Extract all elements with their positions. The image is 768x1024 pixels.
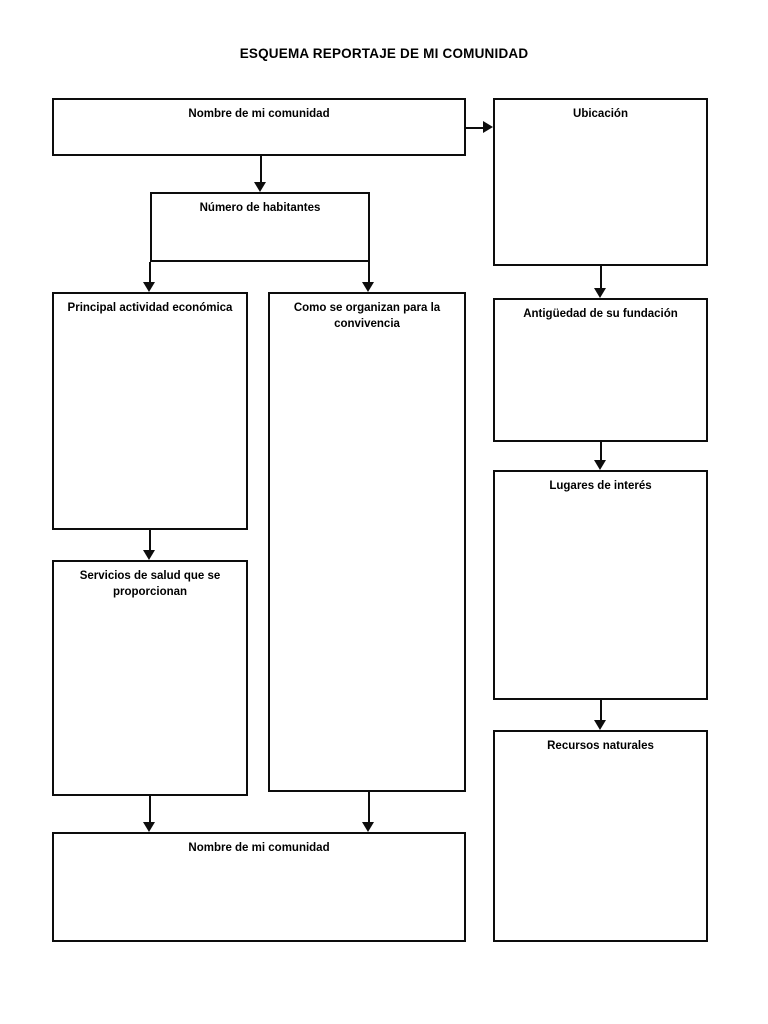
box-label: Lugares de interés [549, 480, 652, 492]
box-antiguedad-de-su-fundacion[interactable]: Antigüedad de su fundación [493, 298, 708, 442]
arrow-down-icon-ubicacion-to-antiguedad [594, 288, 606, 298]
connector-line-antiguedad-to-lugares [600, 442, 602, 461]
connector-line-lugares-to-recursos [600, 700, 602, 721]
arrow-right-icon-nombre-to-ubicacion [483, 121, 493, 133]
arrow-down-icon-antiguedad-to-lugares [594, 460, 606, 470]
connector-line-organizan-to-nombre-bottom [368, 792, 370, 823]
connector-line-habitantes-to-actividad [149, 262, 151, 283]
box-lugares-de-interes[interactable]: Lugares de interés [493, 470, 708, 700]
arrow-down-icon-organizan-to-nombre-bottom [362, 822, 374, 832]
box-numero-de-habitantes[interactable]: Número de habitantes [150, 192, 370, 262]
box-label: Nombre de mi comunidad [188, 842, 330, 854]
connector-line-nombre-to-ubicacion [466, 127, 484, 129]
box-label: Nombre de mi comunidad [188, 108, 330, 120]
box-label: Recursos naturales [547, 740, 654, 752]
arrow-down-icon-habitantes-to-organizan [362, 282, 374, 292]
box-recursos-naturales[interactable]: Recursos naturales [493, 730, 708, 942]
box-label: Servicios de salud que se proporcionan [79, 570, 221, 598]
connector-line-ubicacion-to-antiguedad [600, 266, 602, 289]
box-ubicacion[interactable]: Ubicación [493, 98, 708, 266]
connector-line-nombre-to-habitantes [260, 156, 262, 183]
arrow-down-icon-habitantes-to-actividad [143, 282, 155, 292]
box-label: Número de habitantes [199, 202, 321, 214]
box-servicios-de-salud-que-se-proporcionan[interactable]: Servicios de salud que se proporcionan [52, 560, 248, 796]
box-label: Antigüedad de su fundación [523, 308, 678, 320]
connector-line-actividad-to-servicios [149, 530, 151, 551]
box-label: Ubicación [573, 108, 628, 120]
box-label: Principal actividad económica [67, 302, 233, 314]
arrow-down-icon-actividad-to-servicios [143, 550, 155, 560]
page-title: ESQUEMA REPORTAJE DE MI COMUNIDAD [239, 46, 529, 61]
box-nombre-de-mi-comunidad-bottom[interactable]: Nombre de mi comunidad [52, 832, 466, 942]
connector-line-servicios-to-nombre-bottom [149, 796, 151, 823]
arrow-down-icon-nombre-to-habitantes [254, 182, 266, 192]
box-como-se-organizan-para-la-convivencia[interactable]: Como se organizan para la convivencia [268, 292, 466, 792]
arrow-down-icon-lugares-to-recursos [594, 720, 606, 730]
connector-line-habitantes-to-organizan [368, 262, 370, 283]
box-nombre-de-mi-comunidad-top[interactable]: Nombre de mi comunidad [52, 98, 466, 156]
box-principal-actividad-economica[interactable]: Principal actividad económica [52, 292, 248, 530]
box-label: Como se organizan para la convivencia [293, 302, 441, 330]
arrow-down-icon-servicios-to-nombre-bottom [143, 822, 155, 832]
